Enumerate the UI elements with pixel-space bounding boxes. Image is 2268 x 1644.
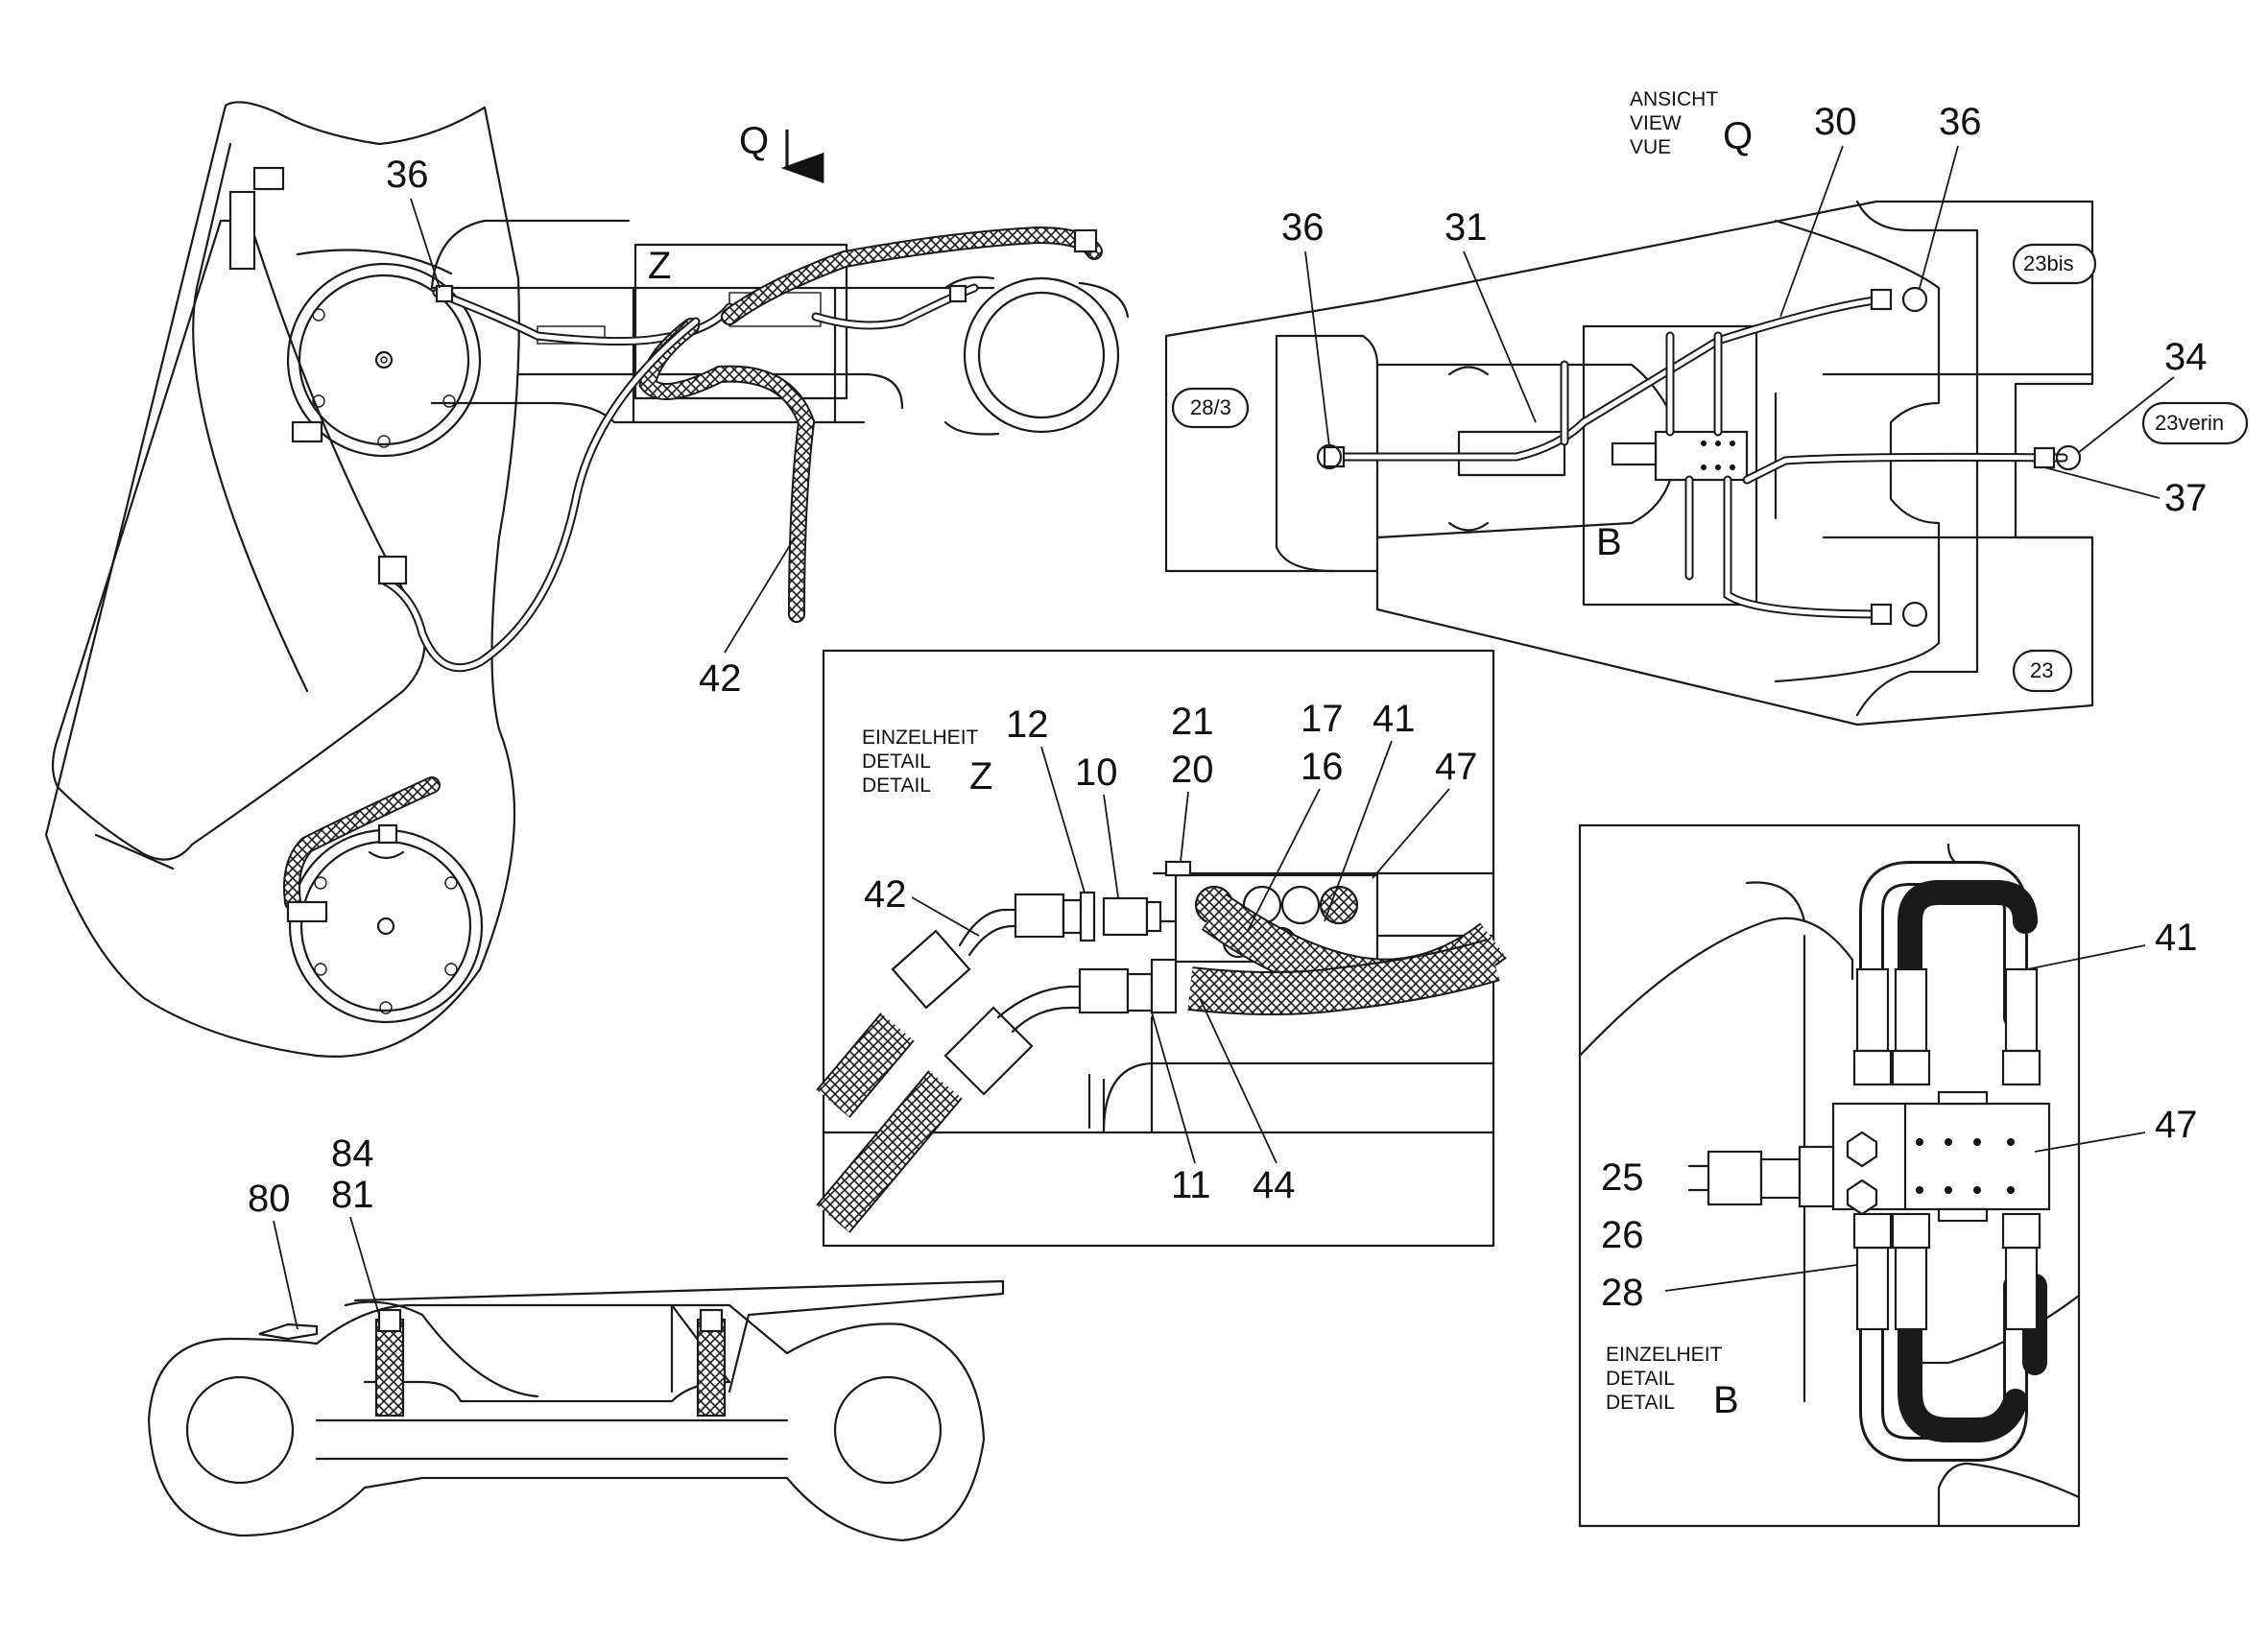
callout-44: 44 bbox=[1253, 1164, 1296, 1206]
callout-10: 10 bbox=[1075, 751, 1118, 794]
callout-34: 34 bbox=[2164, 336, 2208, 378]
q-arrow-label: Q bbox=[739, 120, 769, 162]
callout-47-b: 47 bbox=[2155, 1104, 2198, 1146]
detail-b-title-3: DETAIL bbox=[1606, 1392, 1675, 1414]
detail-z-title-2: DETAIL bbox=[862, 751, 931, 773]
callout-28: 28 bbox=[1601, 1272, 1644, 1314]
callout-31: 31 bbox=[1444, 206, 1488, 249]
badge-23verin-label: 23verin bbox=[2155, 411, 2224, 435]
callout-41-z: 41 bbox=[1373, 698, 1416, 740]
arm-end-ring bbox=[963, 276, 1120, 434]
bottom-view: 84 81 80 bbox=[147, 1132, 1005, 1542]
b-fitting-top-1 bbox=[1855, 967, 1890, 1053]
callout-81: 81 bbox=[331, 1174, 374, 1216]
badge-23 bbox=[2012, 649, 2073, 693]
callout-41-b: 41 bbox=[2155, 917, 2198, 959]
detail-b: EINZELHEIT DETAIL DETAIL B bbox=[1578, 823, 2198, 1528]
frame-inner-plate bbox=[51, 219, 426, 861]
view-q-title-1: ANSICHT bbox=[1630, 88, 1718, 110]
q-manifold bbox=[1654, 430, 1749, 482]
badge-23-label: 23 bbox=[2030, 658, 2053, 682]
z-box-label: Z bbox=[648, 245, 671, 287]
callout-12: 12 bbox=[1006, 703, 1049, 746]
callout-36-main: 36 bbox=[386, 154, 429, 196]
badge-28-3 bbox=[1171, 387, 1250, 429]
bottom-left-eye bbox=[185, 1375, 295, 1485]
callout-80: 80 bbox=[248, 1178, 291, 1220]
callout-30: 30 bbox=[1814, 101, 1857, 143]
arm-outline bbox=[430, 286, 995, 424]
callout-16: 16 bbox=[1301, 746, 1344, 788]
callout-26: 26 bbox=[1601, 1214, 1644, 1256]
bottom-link-outline bbox=[147, 1303, 986, 1542]
badge-28-3-label: 28/3 bbox=[1190, 395, 1231, 419]
b-section-box bbox=[1582, 324, 1758, 607]
b-section-label: B bbox=[1596, 521, 1622, 563]
callout-84: 84 bbox=[331, 1132, 374, 1175]
detail-z-title-1: EINZELHEIT bbox=[862, 727, 979, 749]
callout-21: 21 bbox=[1171, 701, 1214, 743]
callout-47-z: 47 bbox=[1435, 746, 1478, 788]
view-q: ANSICHT VIEW VUE Q B bbox=[1164, 88, 2249, 727]
callout-42-main: 42 bbox=[699, 657, 742, 700]
view-q-letter: Q bbox=[1723, 115, 1753, 157]
callout-36-q-left: 36 bbox=[1281, 206, 1325, 249]
callout-11: 11 bbox=[1171, 1164, 1211, 1206]
badge-23verin bbox=[2141, 401, 2249, 445]
view-q-title-3: VUE bbox=[1630, 136, 1671, 158]
detail-z-letter: Z bbox=[969, 755, 992, 798]
badge-23bis bbox=[2012, 243, 2097, 285]
detail-b-letter: B bbox=[1713, 1379, 1739, 1421]
view-q-outline bbox=[1164, 200, 2094, 727]
badge-23bis-label: 23bis bbox=[2023, 251, 2074, 275]
callout-36-q-right: 36 bbox=[1939, 101, 1982, 143]
detail-z: EINZELHEIT DETAIL DETAIL Z bbox=[816, 649, 1507, 1248]
detail-b-frame bbox=[1578, 823, 2081, 1528]
callout-17: 17 bbox=[1301, 698, 1344, 740]
callout-25: 25 bbox=[1601, 1156, 1644, 1199]
upper-disc-outer bbox=[286, 262, 482, 458]
bolt-left bbox=[374, 1318, 405, 1418]
bolt-right bbox=[696, 1318, 727, 1418]
detail-b-title-2: DETAIL bbox=[1606, 1368, 1675, 1390]
bottom-right-eye bbox=[833, 1375, 943, 1485]
main-view: Q Z 36 42 bbox=[44, 101, 1130, 1058]
callout-20: 20 bbox=[1171, 749, 1214, 791]
view-q-title-2: VIEW bbox=[1630, 112, 1682, 134]
callout-42-z: 42 bbox=[864, 873, 907, 916]
detail-b-title-1: EINZELHEIT bbox=[1606, 1344, 1723, 1366]
frame-outline bbox=[44, 101, 520, 1058]
callout-37: 37 bbox=[2164, 477, 2208, 519]
detail-z-title-3: DETAIL bbox=[862, 774, 931, 797]
